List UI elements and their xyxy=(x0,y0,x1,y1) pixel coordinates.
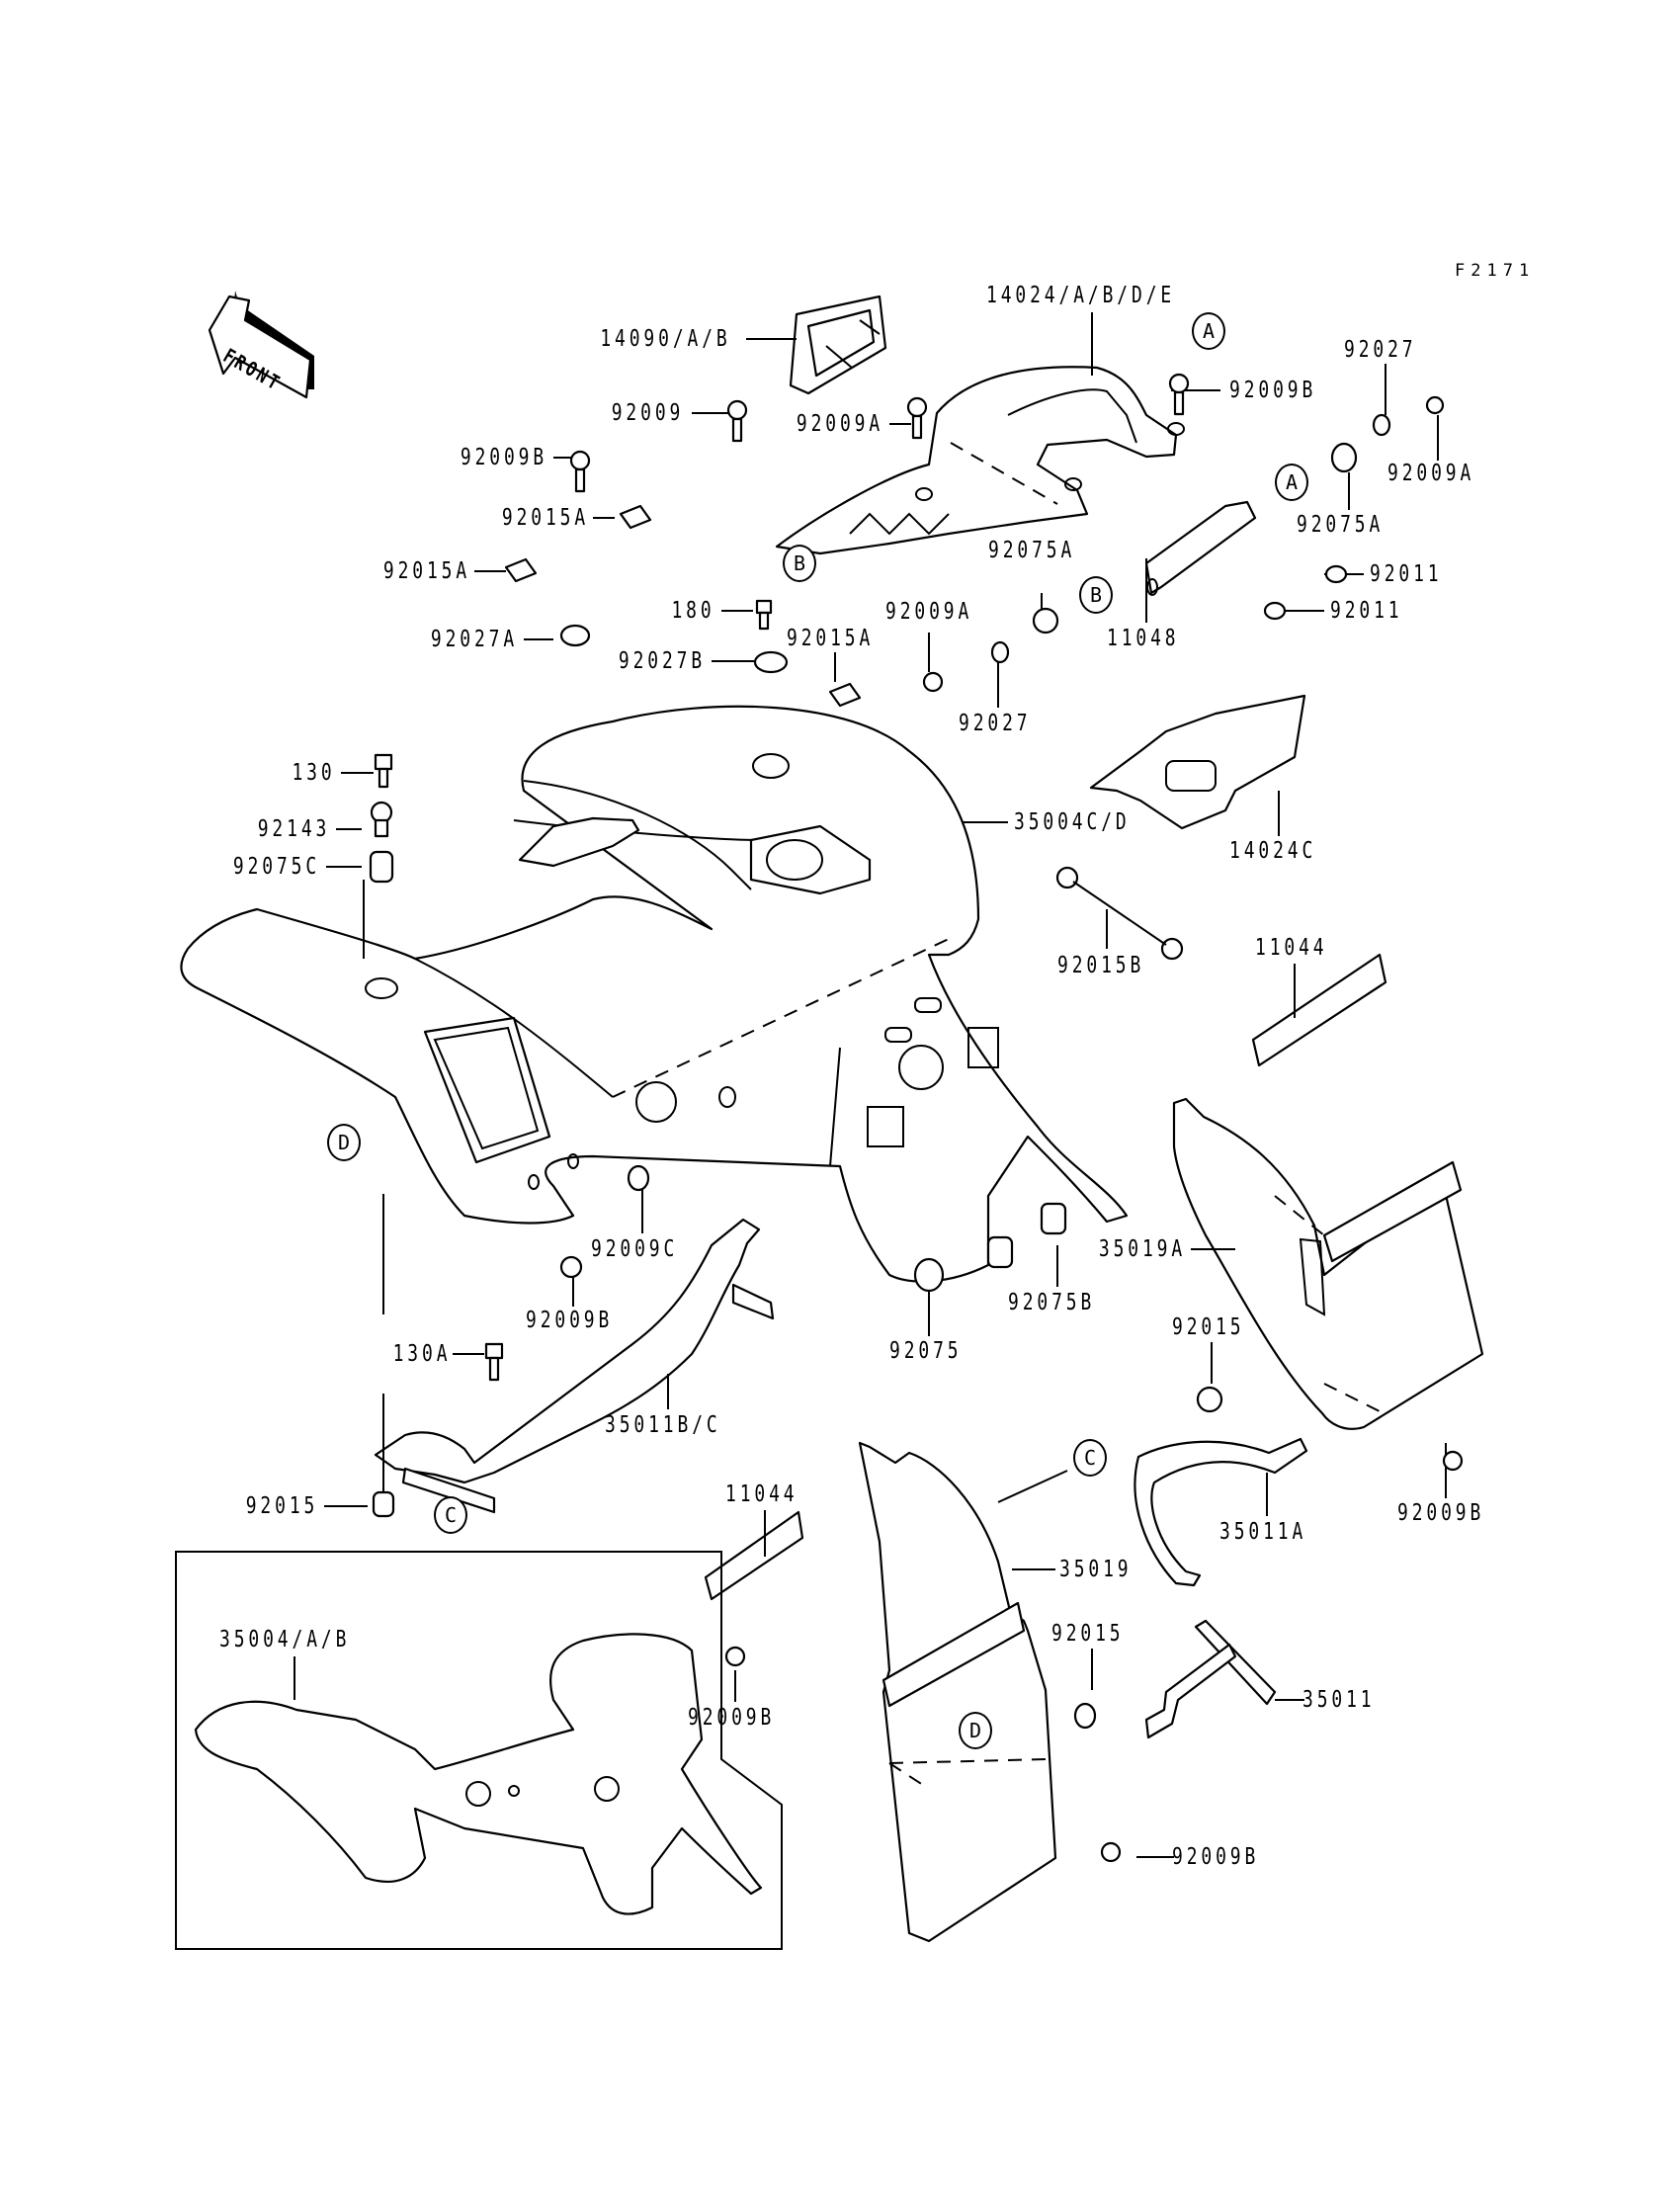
part-11048-bracket-bar xyxy=(1144,500,1257,596)
part-label-35011a[interactable]: 35011A xyxy=(1219,1519,1307,1545)
part-35011bc-stay xyxy=(374,1218,775,1514)
part-14024c-bracket xyxy=(1089,694,1306,830)
part-label-92027[interactable]: 92027 xyxy=(1344,337,1417,363)
part-label-92075a[interactable]: 92075A xyxy=(1297,512,1385,538)
part-label-14024c[interactable]: 14024C xyxy=(1229,838,1317,864)
part-label-35019a[interactable]: 35019A xyxy=(1098,1236,1186,1262)
figure-id: F2171 xyxy=(1455,261,1536,281)
front-direction-arrow-icon xyxy=(208,291,314,399)
part-label-92009c[interactable]: 92009C xyxy=(591,1236,679,1262)
reference-marker-c: C xyxy=(434,1496,467,1534)
part-label-92011[interactable]: 92011 xyxy=(1330,598,1403,624)
part-label-14090-a-b[interactable]: 14090/A/B xyxy=(600,326,731,352)
part-label-35011[interactable]: 35011 xyxy=(1302,1687,1376,1713)
part-label-14024-a-b-d-e[interactable]: 14024/A/B/D/E xyxy=(986,283,1176,308)
part-label-92075[interactable]: 92075 xyxy=(889,1338,963,1364)
part-11044-plate-lower xyxy=(704,1510,804,1601)
hardware-fasteners xyxy=(369,373,1464,1863)
part-label-92011[interactable]: 92011 xyxy=(1370,561,1443,587)
part-label-92015a[interactable]: 92015A xyxy=(787,626,875,651)
part-label-11048[interactable]: 11048 xyxy=(1107,626,1180,651)
part-label-92009a[interactable]: 92009A xyxy=(796,411,883,437)
part-label-130a[interactable]: 130A xyxy=(392,1341,451,1367)
part-35004-rear-fender-body xyxy=(180,705,1129,1283)
part-label-11044[interactable]: 11044 xyxy=(1255,935,1328,961)
part-label-92009b[interactable]: 92009B xyxy=(1172,1844,1260,1870)
part-label-92009b[interactable]: 92009B xyxy=(460,445,547,470)
part-35004cd-side-cover xyxy=(518,816,640,868)
reference-marker-d: D xyxy=(959,1712,992,1749)
part-35019-mud-flap xyxy=(858,1441,1057,1943)
part-label-92075c[interactable]: 92075C xyxy=(232,854,320,880)
reference-marker-d: D xyxy=(327,1124,361,1161)
part-label-92009a[interactable]: 92009A xyxy=(885,599,973,625)
reference-marker-c: C xyxy=(1073,1439,1107,1477)
part-label-92009b[interactable]: 92009B xyxy=(526,1308,614,1333)
part-label-35004c-d[interactable]: 35004C/D xyxy=(1014,809,1131,835)
part-label-92143[interactable]: 92143 xyxy=(257,816,330,842)
part-label-92075a[interactable]: 92075A xyxy=(988,538,1076,563)
part-label-92009b[interactable]: 92009B xyxy=(1229,378,1317,403)
part-label-92015b[interactable]: 92015B xyxy=(1057,953,1145,978)
part-11044-plate-right xyxy=(1251,953,1387,1067)
part-label-92009b[interactable]: 92009B xyxy=(1397,1500,1485,1526)
inset-variant-box xyxy=(175,1551,783,1950)
part-label-92015a[interactable]: 92015A xyxy=(382,558,470,584)
reference-marker-b: B xyxy=(1079,576,1113,614)
part-35011-stay xyxy=(1144,1619,1277,1739)
part-label-92009[interactable]: 92009 xyxy=(611,400,684,426)
part-35019a-mud-flap xyxy=(1172,1097,1484,1430)
part-label-35011b-c[interactable]: 35011B/C xyxy=(605,1412,721,1438)
part-14090-tail-light-lens xyxy=(789,295,887,395)
reference-marker-a: A xyxy=(1275,464,1308,501)
part-label-35004-a-b[interactable]: 35004/A/B xyxy=(219,1627,351,1652)
part-label-92027[interactable]: 92027 xyxy=(959,711,1032,736)
part-35011a-curved-stay xyxy=(1134,1437,1308,1587)
part-label-92009a[interactable]: 92009A xyxy=(1387,461,1475,486)
part-label-92015[interactable]: 92015 xyxy=(1172,1314,1245,1340)
part-label-92009b[interactable]: 92009B xyxy=(688,1705,776,1731)
part-label-92015a[interactable]: 92015A xyxy=(501,505,589,531)
part-label-180[interactable]: 180 xyxy=(671,598,715,624)
part-label-35019[interactable]: 35019 xyxy=(1059,1557,1133,1582)
part-label-130[interactable]: 130 xyxy=(292,760,336,786)
part-label-92015[interactable]: 92015 xyxy=(245,1493,318,1519)
part-label-92015[interactable]: 92015 xyxy=(1051,1621,1125,1647)
reference-marker-a: A xyxy=(1192,312,1225,350)
part-label-92027b[interactable]: 92027B xyxy=(618,648,706,674)
part-14024-rear-carrier-bracket xyxy=(775,366,1185,555)
part-label-92027a[interactable]: 92027A xyxy=(430,627,518,652)
reference-marker-b: B xyxy=(783,545,816,582)
part-label-92075b[interactable]: 92075B xyxy=(1008,1290,1096,1315)
part-label-11044[interactable]: 11044 xyxy=(725,1481,798,1507)
